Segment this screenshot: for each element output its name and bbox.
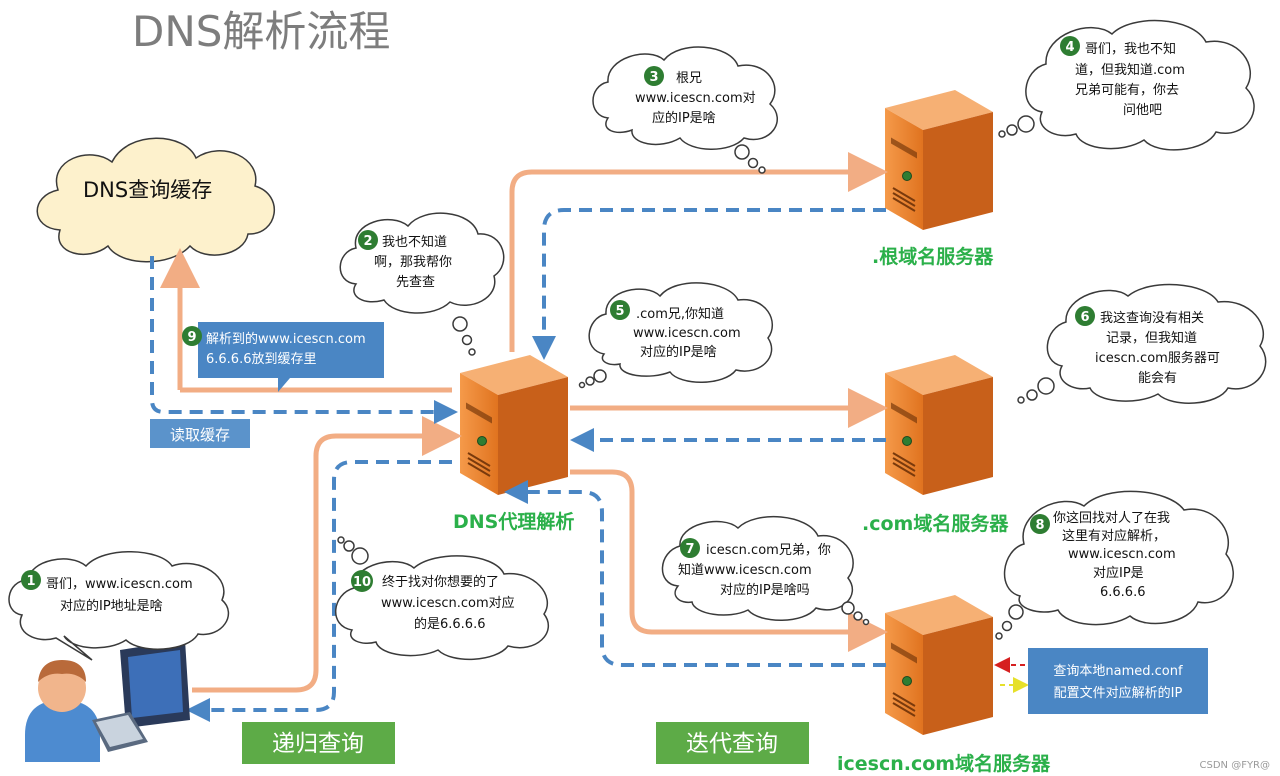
step-6-line-4: 能会有 — [1138, 371, 1177, 386]
step-2-line-1: 我也不知道 — [382, 234, 447, 250]
step-2-cloud: 2 我也不知道 啊，那我帮你 先查查 — [339, 212, 505, 356]
page-title: DNS解析流程 — [132, 7, 390, 56]
step-2-line-3: 先查查 — [396, 275, 435, 290]
step-5-line-3: 对应的IP是啥 — [640, 344, 717, 360]
dns-cache-cloud — [36, 137, 276, 263]
named-conf-box — [1028, 648, 1208, 714]
step-7-line-1: icescn.com兄弟，你 — [706, 543, 831, 558]
step-3-line-2: www.icescn.com对 — [635, 91, 756, 106]
step-8-line-3: www.icescn.com — [1068, 547, 1176, 562]
step-2-line-2: 啊，那我帮你 — [374, 255, 452, 270]
arrow-proxy-to-icescn — [570, 469, 888, 652]
step-10-line-1: 终于找对你想要的了 — [382, 574, 499, 590]
step-8-number: 8 — [1035, 518, 1044, 533]
arrow-proxy-to-root — [509, 152, 888, 352]
arrow-cache-to-proxy — [150, 256, 458, 424]
step-7-number: 7 — [685, 542, 694, 557]
step-8-line-4: 对应IP是 — [1093, 565, 1144, 581]
proxy-server-icon — [459, 354, 569, 496]
step-4-number: 4 — [1065, 40, 1074, 55]
step-9-line-2: 6.6.6.6放到缓存里 — [206, 352, 316, 367]
named-conf-line-2: 配置文件对应解析的IP — [1054, 685, 1183, 701]
step-4-line-4: 问他吧 — [1123, 103, 1162, 118]
step-3-cloud: 3 根兄 www.icescn.com对 应的IP是啥 — [592, 46, 778, 174]
step-6-cloud: 6 我这查询没有相关 记录，但我知道 icescn.com服务器可 能会有 — [1017, 283, 1267, 404]
step-10-line-3: 的是6.6.6.6 — [414, 616, 485, 632]
dns-cache-label: DNS查询缓存 — [83, 178, 212, 202]
root-server-icon — [884, 89, 994, 231]
step-1-number: 1 — [26, 574, 35, 589]
step-8-line-1: 你这回找对人了在我 — [1053, 510, 1170, 526]
recursive-query-badge — [242, 722, 395, 764]
step-4-line-2: 道，但我知道.com — [1075, 62, 1185, 78]
step-6-line-3: icescn.com服务器可 — [1095, 350, 1220, 366]
named-conf-line-1: 查询本地named.conf — [1053, 664, 1183, 679]
step-5-line-2: www.icescn.com — [633, 326, 741, 341]
step-9-line-1: 解析到的www.icescn.com — [206, 331, 366, 347]
arrow-root-to-proxy — [532, 208, 886, 360]
watermark: CSDN @FYR@ — [1200, 760, 1271, 771]
step-4-line-3: 兄弟可能有，你去 — [1075, 83, 1179, 98]
arrow-icescn-to-proxy — [504, 480, 886, 667]
step-1-line-1: 哥们，www.icescn.com — [46, 577, 193, 592]
step-9-number: 9 — [187, 330, 196, 345]
step-9-callout: 9 解析到的www.icescn.com 6.6.6.6放到缓存里 — [182, 322, 384, 392]
step-7-line-3: 对应的IP是啥吗 — [720, 582, 810, 598]
read-cache-label: 读取缓存 — [170, 426, 230, 444]
step-8-cloud: 8 你这回找对人了在我 这里有对应解析， www.icescn.com 对应IP… — [995, 490, 1234, 640]
step-3-line-1: 根兄 — [676, 71, 702, 86]
icescn-server-label: icescn.com域名服务器 — [837, 752, 1051, 775]
step-5-line-1: .com兄,你知道 — [636, 306, 724, 322]
root-server-label: .根域名服务器 — [872, 245, 994, 268]
step-7-cloud: 7 icescn.com兄弟，你 知道www.icescn.com 对应的IP是… — [661, 515, 870, 626]
step-2-number: 2 — [363, 234, 372, 249]
com-server-icon — [884, 354, 994, 496]
step-6-line-1: 我这查询没有相关 — [1100, 310, 1204, 326]
step-1-cloud: 1 哥们，www.icescn.com 对应的IP地址是啥 — [8, 551, 229, 661]
step-3-number: 3 — [649, 70, 658, 85]
step-1-line-2: 对应的IP地址是啥 — [60, 598, 163, 614]
proxy-server-label: DNS代理解析 — [453, 510, 574, 533]
step-8-line-5: 6.6.6.6 — [1100, 585, 1145, 600]
step-10-number: 10 — [353, 575, 371, 590]
com-server-label: .com域名服务器 — [862, 512, 1009, 535]
step-6-line-2: 记录，但我知道 — [1106, 330, 1197, 346]
read-cache-box — [150, 419, 250, 448]
step-4-line-1: 哥们，我也不知 — [1085, 41, 1176, 57]
step-8-line-2: 这里有对应解析， — [1062, 528, 1166, 544]
icescn-server-icon — [884, 594, 994, 736]
step-4-cloud: 4 哥们，我也不知 道，但我知道.com 兄弟可能有，你去 问他吧 — [998, 19, 1255, 151]
step-7-line-2: 知道www.icescn.com — [678, 562, 812, 578]
arrow-proxy-to-client — [186, 460, 452, 722]
iterative-query-label: 迭代查询 — [686, 731, 778, 757]
client-user-icon — [25, 660, 100, 762]
step-5-number: 5 — [615, 304, 624, 319]
recursive-query-label: 递归查询 — [272, 731, 364, 757]
step-6-number: 6 — [1080, 310, 1089, 325]
arrow-client-to-proxy — [192, 416, 462, 693]
step-10-line-2: www.icescn.com对应 — [381, 595, 515, 611]
step-5-cloud: 5 .com兄,你知道 www.icescn.com 对应的IP是啥 — [578, 282, 774, 389]
iterative-query-badge — [656, 722, 809, 764]
step-3-line-3: 应的IP是啥 — [652, 110, 716, 126]
step-10-cloud: 10 终于找对你想要的了 www.icescn.com对应 的是6.6.6.6 — [334, 536, 550, 660]
client-computer-icon — [92, 640, 190, 752]
